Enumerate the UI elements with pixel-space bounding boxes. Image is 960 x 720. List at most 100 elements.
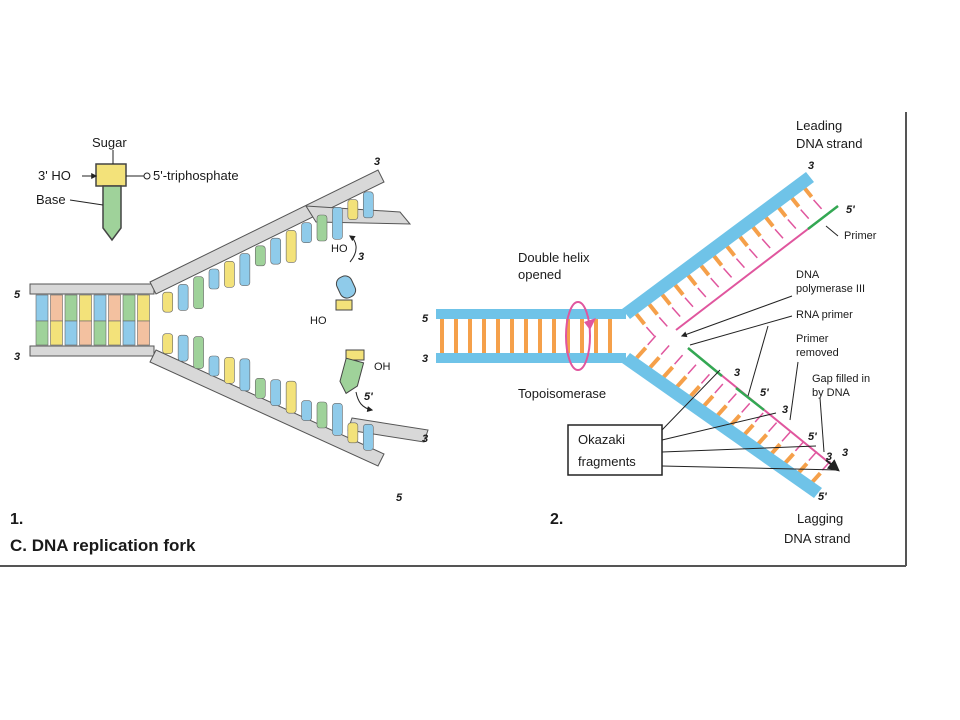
leading-rung-new	[671, 307, 681, 318]
incoming-nucleotide-upper	[335, 235, 357, 311]
incoming-upper-base	[335, 275, 357, 299]
incoming-lower-sugar	[345, 349, 365, 361]
lagging-label-1: Lagging	[797, 511, 843, 526]
lagging-rung-template	[715, 404, 728, 418]
leading-rung-template	[673, 283, 685, 296]
leading-rung-new	[645, 326, 655, 337]
panel1-upper-base	[254, 245, 266, 267]
leading-rung-template	[699, 263, 711, 277]
panel2-duplex-rung	[524, 319, 528, 353]
gap-filled-label-2: by DNA	[812, 387, 851, 399]
double-helix-label-1: Double helix	[518, 250, 590, 265]
panel1-base-top	[50, 294, 63, 322]
dna-polymerase-label-2: polymerase III	[796, 283, 865, 295]
leading-rung-new	[774, 228, 784, 239]
lagging-rung-template	[675, 375, 688, 389]
frag-5b: 5'	[808, 431, 817, 443]
leading-rung-new	[735, 258, 745, 269]
okazaki-box	[567, 424, 663, 476]
topoisomerase-swirl	[565, 301, 591, 371]
panel1-lower-oh: OH	[374, 361, 391, 373]
panel1-lower-base	[177, 334, 189, 362]
panel1-upper-base	[224, 260, 235, 288]
okazaki-primer-1	[687, 347, 723, 377]
lagging-label-2: DNA strand	[784, 531, 850, 546]
panel2-top-3: 3	[808, 160, 814, 172]
leading-rung-template	[724, 244, 736, 257]
primer-label: Primer	[844, 230, 877, 242]
three-ho-label: 3' HO	[38, 168, 71, 183]
base-label: Base	[36, 192, 66, 207]
panel1-lower-base	[270, 379, 282, 407]
incoming-nucleotide-lower	[339, 349, 374, 412]
panel2-number: 2.	[550, 511, 563, 528]
lagging-rung-new	[687, 364, 697, 375]
panel1-upper-base	[347, 199, 359, 220]
leading-rung-new	[684, 297, 694, 308]
panel1-left-3: 3	[14, 351, 20, 363]
panel1-base-bottom	[93, 320, 107, 346]
primer-removed-label-1: Primer	[796, 333, 829, 345]
leading-template-backbone	[622, 172, 814, 319]
panel2-end-3: 3	[842, 447, 848, 459]
okazaki-leader-2	[661, 412, 777, 441]
leading-primer	[807, 205, 839, 230]
lagging-rung-new	[741, 402, 751, 413]
panel2-duplex-rung	[608, 319, 612, 353]
panel1-base-top	[93, 294, 107, 322]
panel2-duplex-rung	[454, 319, 458, 353]
lagging-rung-template	[796, 462, 809, 475]
panel1-upper-base	[362, 191, 374, 219]
panel1-number: 1.	[10, 511, 23, 528]
panel1-lower-base	[254, 377, 266, 399]
panel1-lower-base	[239, 358, 251, 392]
panel1-base-bottom	[108, 320, 121, 346]
leading-rung-new	[723, 267, 733, 278]
topoisomerase-arrowhead	[584, 318, 596, 330]
panel1-upper-base	[332, 206, 343, 240]
panel2-duplex-rung	[482, 319, 486, 353]
panel1-upper-base	[162, 291, 174, 313]
lagging-rung-new	[768, 422, 778, 433]
panel2-left-3: 3	[422, 353, 428, 365]
panel1-base-bottom	[137, 320, 150, 346]
lagging-rung-template	[662, 365, 675, 379]
panel2-duplex-rung	[440, 319, 444, 353]
panel1-upper-base	[270, 237, 282, 265]
panel1-base-top	[64, 294, 78, 322]
panel2-left-5: 5	[422, 313, 429, 325]
panel2-lagging-rungs	[635, 335, 831, 485]
lagging-rung-new	[647, 335, 657, 346]
panel1-mid-ho: HO	[310, 315, 327, 327]
leading-rung-template	[776, 205, 788, 218]
panel1-upper-base	[208, 268, 220, 290]
panel1-upper-3: 3	[358, 251, 364, 263]
panel1-base-pairs	[35, 294, 150, 346]
okazaki-leader-3	[661, 445, 817, 453]
panel1-upper-base	[285, 230, 297, 263]
lagging-rung-template	[756, 433, 769, 446]
leading-rung-template	[634, 312, 646, 326]
frag-3b: 3	[782, 404, 788, 416]
panel1-lower-base	[162, 333, 174, 355]
leading-rung-new	[787, 218, 797, 229]
panel2-duplex-base-pairs	[440, 319, 612, 353]
primer-leader	[825, 225, 839, 237]
panel1-upper-base	[177, 284, 189, 311]
panel2-duplex-rung	[496, 319, 500, 353]
gap-filled-leader	[819, 397, 825, 453]
panel2-duplex-rung	[538, 319, 542, 353]
lagging-rung-template	[782, 452, 795, 466]
rna-primer-label: RNA primer	[796, 309, 853, 321]
panel1-lower-base	[301, 400, 312, 421]
panel1-base-top	[122, 294, 136, 322]
panel1-lower-arm	[149, 333, 429, 467]
panel1-parental-duplex	[29, 283, 155, 357]
nucleotide-sugar	[95, 163, 127, 187]
leading-rung-new	[761, 238, 771, 249]
panel-2: Okazaki fragments Leading DNA strand Lag…	[422, 118, 877, 546]
panel2-top-5: 5'	[846, 204, 855, 216]
panel1-base-top	[35, 294, 49, 322]
leading-rung-new	[658, 316, 668, 327]
panel1-lower-base	[193, 336, 204, 369]
